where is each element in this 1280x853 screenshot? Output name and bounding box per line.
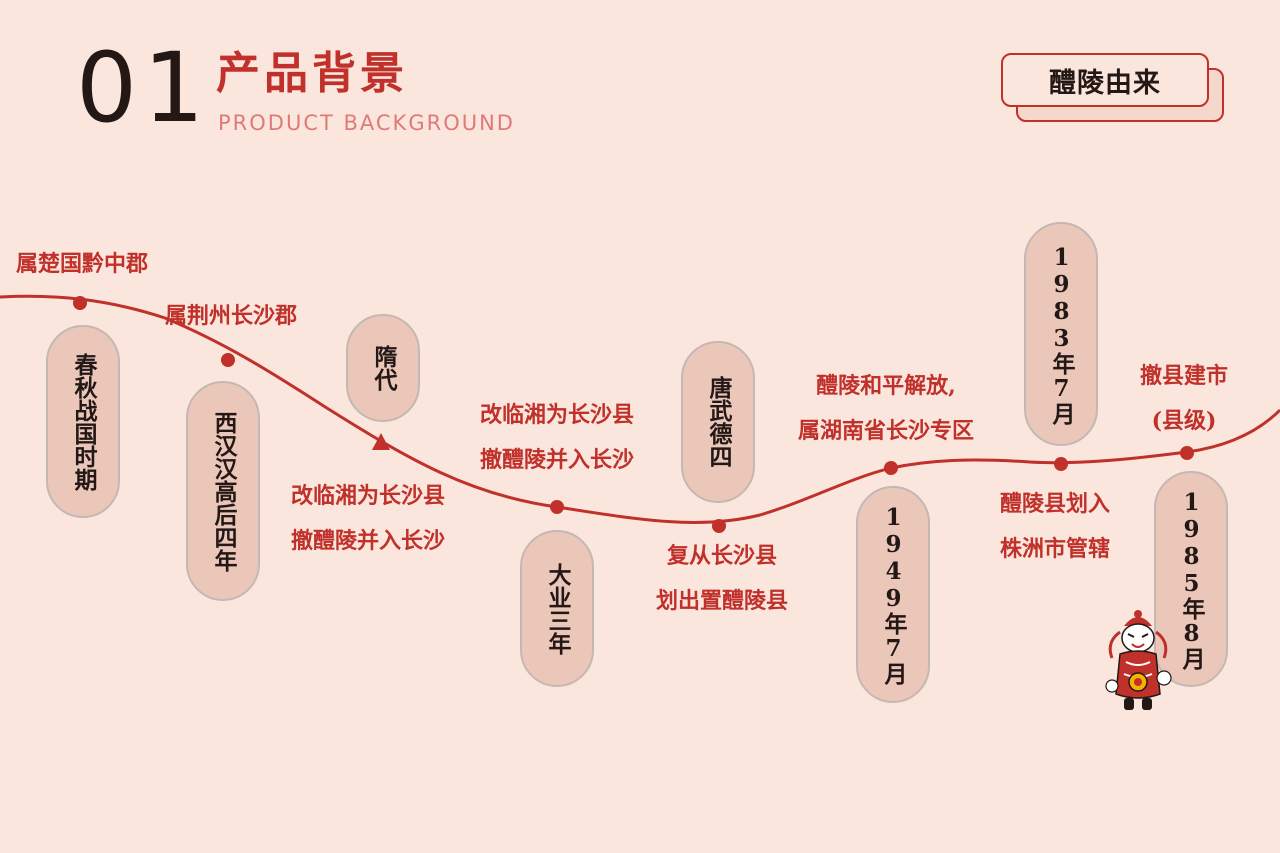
event-label-line: 撤醴陵并入长沙: [480, 447, 635, 473]
event-label-7: 醴陵县划入 株洲市管辖: [1000, 482, 1110, 572]
period-pill-8: 1985年8月: [1154, 471, 1228, 687]
event-label-line: 改临湘为长沙县: [291, 483, 446, 509]
event-label-2: 属荆州长沙郡: [165, 303, 298, 329]
period-pill-text: 唐武德四: [705, 376, 732, 468]
section-subtitle: PRODUCT BACKGROUND: [218, 111, 515, 135]
section-title: 产品背景: [216, 48, 408, 99]
timeline-dot-7: [1180, 446, 1194, 460]
event-label-line: 撤醴陵并入长沙: [291, 528, 446, 554]
timeline-dot-1: [73, 296, 87, 310]
timeline-path: [0, 294, 1280, 524]
period-pill-text: 西汉汉高后四年: [210, 410, 237, 572]
timeline-dot-6: [1054, 457, 1068, 471]
event-label-8: 撤县建市 (县级): [1140, 354, 1228, 444]
event-label-line: 撤县建市: [1140, 363, 1229, 389]
period-pill-text: 1985年8月: [1178, 488, 1205, 670]
timeline-triangle-marker: [372, 433, 390, 450]
event-label-line: 株洲市管辖: [1000, 536, 1111, 562]
event-label-1: 属楚国黔中郡: [16, 251, 149, 277]
event-label-6: 醴陵和平解放, 属湖南省长沙专区: [798, 364, 974, 454]
section-number: 01: [76, 32, 211, 144]
event-label-line: 划出置醴陵县: [656, 588, 789, 614]
period-pill-text: 春秋战国时期: [70, 352, 97, 491]
period-pill-3: 隋代: [346, 314, 420, 422]
event-label-line: 属湖南省长沙专区: [798, 418, 975, 444]
topic-badge: 醴陵由来: [1001, 53, 1209, 107]
timeline-dot-2: [221, 353, 235, 367]
opera-mascot-icon: [1105, 610, 1172, 710]
timeline-dot-3: [550, 500, 564, 514]
event-label-line: (县级): [1151, 408, 1217, 434]
period-pill-4: 大业三年: [520, 530, 594, 687]
period-pill-1: 春秋战国时期: [46, 325, 120, 518]
event-label-line: 醴陵和平解放,: [816, 373, 956, 399]
event-label-4: 改临湘为长沙县 撤醴陵并入长沙: [480, 393, 634, 483]
event-label-5: 复从长沙县 划出置醴陵县: [656, 534, 788, 624]
period-pill-7: 1983年7月: [1024, 222, 1098, 446]
event-label-line: 改临湘为长沙县: [480, 402, 635, 428]
period-pill-2: 西汉汉高后四年: [186, 381, 260, 601]
event-label-3: 改临湘为长沙县 撤醴陵并入长沙: [291, 474, 445, 564]
period-pill-text: 大业三年: [544, 562, 571, 655]
period-pill-text: 隋代: [370, 345, 397, 391]
period-pill-text: 1949年7月: [880, 504, 907, 685]
event-label-line: 复从长沙县: [667, 543, 778, 569]
period-pill-text: 1983年7月: [1048, 243, 1075, 425]
event-label-line: 醴陵县划入: [1000, 491, 1111, 517]
period-pill-6: 1949年7月: [856, 486, 930, 703]
period-pill-5: 唐武德四: [681, 341, 755, 503]
timeline-dot-4: [712, 519, 726, 533]
timeline-dot-5: [884, 461, 898, 475]
